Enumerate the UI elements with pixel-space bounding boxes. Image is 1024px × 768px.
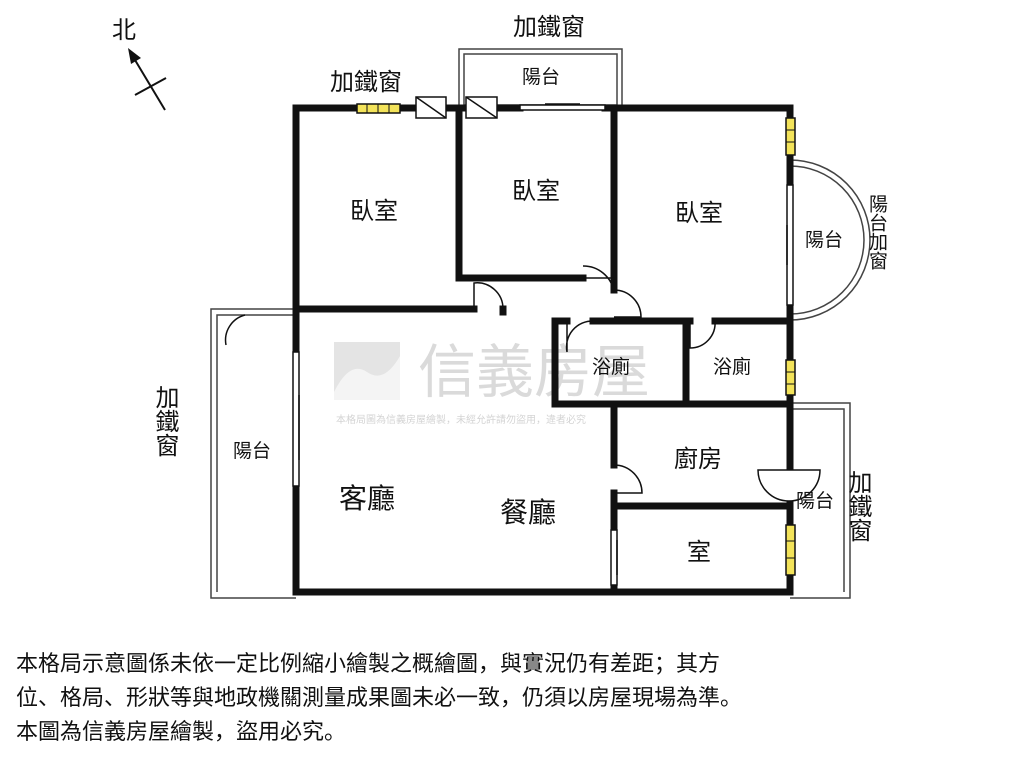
door-bedroom-1 xyxy=(473,282,504,310)
balcony-outlines xyxy=(210,48,871,599)
label-bath-1: 浴廁 xyxy=(592,355,630,378)
kitchen-sink xyxy=(757,469,821,502)
east-window-1 xyxy=(785,117,796,156)
sliding-door-left xyxy=(292,351,300,487)
disclaimer-line-2: 位、格局、形狀等與地政機關測量成果圖未必一致，仍須以房屋現場為準。 xyxy=(16,686,743,711)
annot-balcony-window: 陽台加窗 xyxy=(866,194,888,270)
east-window-3 xyxy=(785,524,796,576)
annot-iron-window-top: 加鐵窗 xyxy=(513,13,585,41)
compass-icon: 北 xyxy=(112,16,167,111)
room-labels: 臥室 臥室 臥室 浴廁 浴廁 客廳 餐廳 廚房 室 陽台 陽台 陽台 陽台 xyxy=(233,66,843,566)
door-bedroom-2 xyxy=(582,265,615,293)
door-balcony-left xyxy=(224,314,246,346)
label-balcony-left: 陽台 xyxy=(233,440,271,462)
annot-iron-window-right: 加鐵窗 xyxy=(844,470,872,542)
label-balcony-right: 陽台 xyxy=(796,490,834,512)
annot-iron-window-left: 加鐵窗 xyxy=(151,385,179,457)
sliding-door-top xyxy=(519,104,606,111)
balcony-left-outline xyxy=(210,308,296,599)
disclaimer-line-1: 本格局示意圖係未依一定比例縮小繪製之概繪圖，與實況仍有差距；其方 xyxy=(16,652,721,677)
balcony-right-outline xyxy=(790,402,851,599)
disclaimer-line-3: 本圖為信義房屋繪製，盜用必究。 xyxy=(16,720,347,745)
label-bedroom-1: 臥室 xyxy=(350,197,398,225)
watermark-logo-icon xyxy=(334,342,400,400)
watermark-logo-wave xyxy=(334,356,400,400)
label-living: 客廳 xyxy=(339,482,395,515)
door-bedroom-3 xyxy=(613,289,642,318)
label-bath-2: 浴廁 xyxy=(713,355,751,378)
label-balcony-top: 陽台 xyxy=(522,66,560,88)
watermark-brand: 信義房屋 xyxy=(418,338,650,406)
annotations: 加鐵窗 加鐵窗 加鐵窗 加鐵窗 陽台加窗 xyxy=(151,13,888,542)
balcony-round-outline xyxy=(789,159,871,321)
watermark: 信義房屋 本格局圖為信義房屋繪製，未經允許請勿盜用，違者必究 xyxy=(334,338,650,426)
disclaimer: 本格局示意圖係未依一定比例縮小繪製之概繪圖，與實況仍有差距；其方 位、格局、形狀… xyxy=(16,648,1016,750)
sliding-doors xyxy=(292,103,794,586)
swing-doors xyxy=(224,265,821,502)
sliding-door-room xyxy=(610,529,618,586)
door-kitchen xyxy=(613,464,643,494)
label-balcony-round: 陽台 xyxy=(805,229,843,251)
walls xyxy=(292,104,794,596)
floor-plan: 信義房屋 本格局圖為信義房屋繪製，未經允許請勿盜用，違者必究 北 xyxy=(112,13,888,599)
label-dining: 餐廳 xyxy=(500,496,556,529)
label-bedroom-2: 臥室 xyxy=(512,177,560,205)
door-bath-1 xyxy=(565,320,594,353)
sliding-door-right xyxy=(786,184,794,306)
watermark-notice: 本格局圖為信義房屋繪製，未經允許請勿盜用，違者必究 xyxy=(336,413,586,426)
compass-north-label: 北 xyxy=(112,16,136,44)
label-kitchen: 廚房 xyxy=(674,445,722,473)
door-bath-2 xyxy=(689,320,716,349)
label-bedroom-3: 臥室 xyxy=(675,199,723,227)
annot-iron-window-north: 加鐵窗 xyxy=(330,68,402,96)
windows xyxy=(356,96,796,576)
east-window-2 xyxy=(785,359,796,396)
label-room: 室 xyxy=(687,538,711,566)
